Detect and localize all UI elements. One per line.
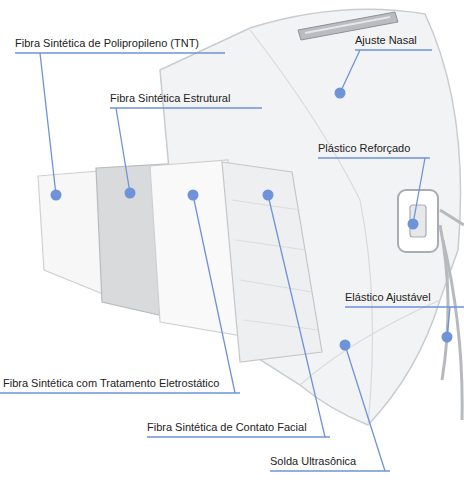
callout-dot [408,219,419,230]
layer-facial [222,162,322,362]
part-label: Fibra Sintética de Polipropileno (TNT) [15,37,199,50]
callout-dot [263,190,274,201]
leader-line [15,53,225,195]
layer-facial-texture [232,200,318,330]
callout-dot [442,332,453,343]
elastic-strap [440,210,464,225]
leader-line [340,50,432,93]
part-label: Fibra Sintética com Tratamento Eletrostá… [3,377,219,390]
leader-line [270,345,390,471]
callout-dot [335,88,346,99]
callout-dot [188,190,199,201]
part-label: Solda Ultrasônica [270,455,356,468]
leader-line [0,195,240,393]
part-label: Fibra Sintética Estrutural [110,92,230,105]
part-label: Plástico Reforçado [318,142,410,155]
callout-dot [125,188,136,199]
part-label: Ajuste Nasal [355,34,417,47]
nose-clip-shine [305,17,390,33]
leader-line [147,195,330,437]
leader-line [110,108,262,193]
part-label: Elástico Ajustável [345,291,431,304]
callout-dot [51,190,62,201]
leader-line [318,158,430,224]
callout-dot [340,340,351,351]
part-label: Fibra Sintética de Contato Facial [147,421,307,434]
elastic-strap [443,240,462,420]
